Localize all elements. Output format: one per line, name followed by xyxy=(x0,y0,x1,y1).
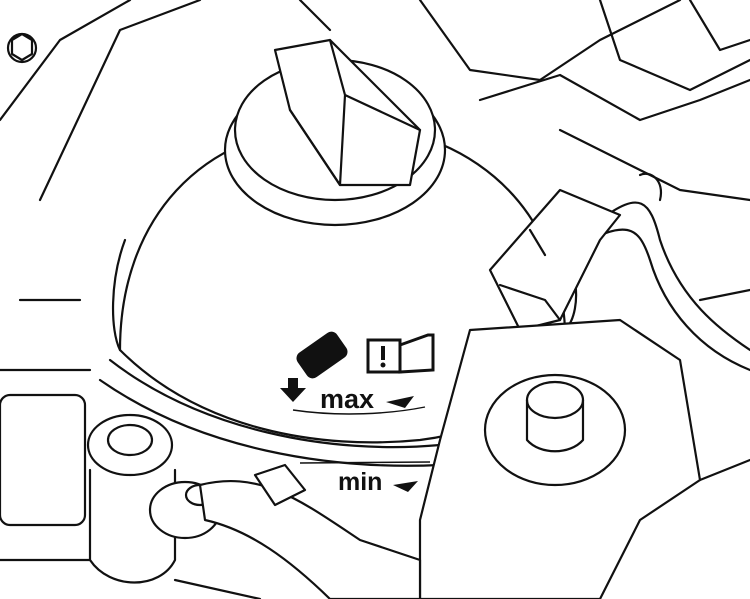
min-triangle-icon xyxy=(393,481,418,492)
read-manual-icon xyxy=(366,333,435,374)
filler-cap[interactable] xyxy=(223,38,447,227)
max-triangle-icon xyxy=(386,396,414,408)
level-markings xyxy=(280,331,435,492)
max-level-label: max xyxy=(320,384,375,414)
sensor-connector[interactable] xyxy=(488,172,750,372)
arrow-down-icon xyxy=(280,378,306,402)
coolant-bottle-icon xyxy=(280,331,348,402)
engine-bay-background xyxy=(0,0,750,372)
reservoir-dome xyxy=(98,123,578,467)
min-level-label: min xyxy=(338,468,383,496)
coolant-hoses xyxy=(0,393,422,599)
mounting-bracket xyxy=(418,288,750,599)
